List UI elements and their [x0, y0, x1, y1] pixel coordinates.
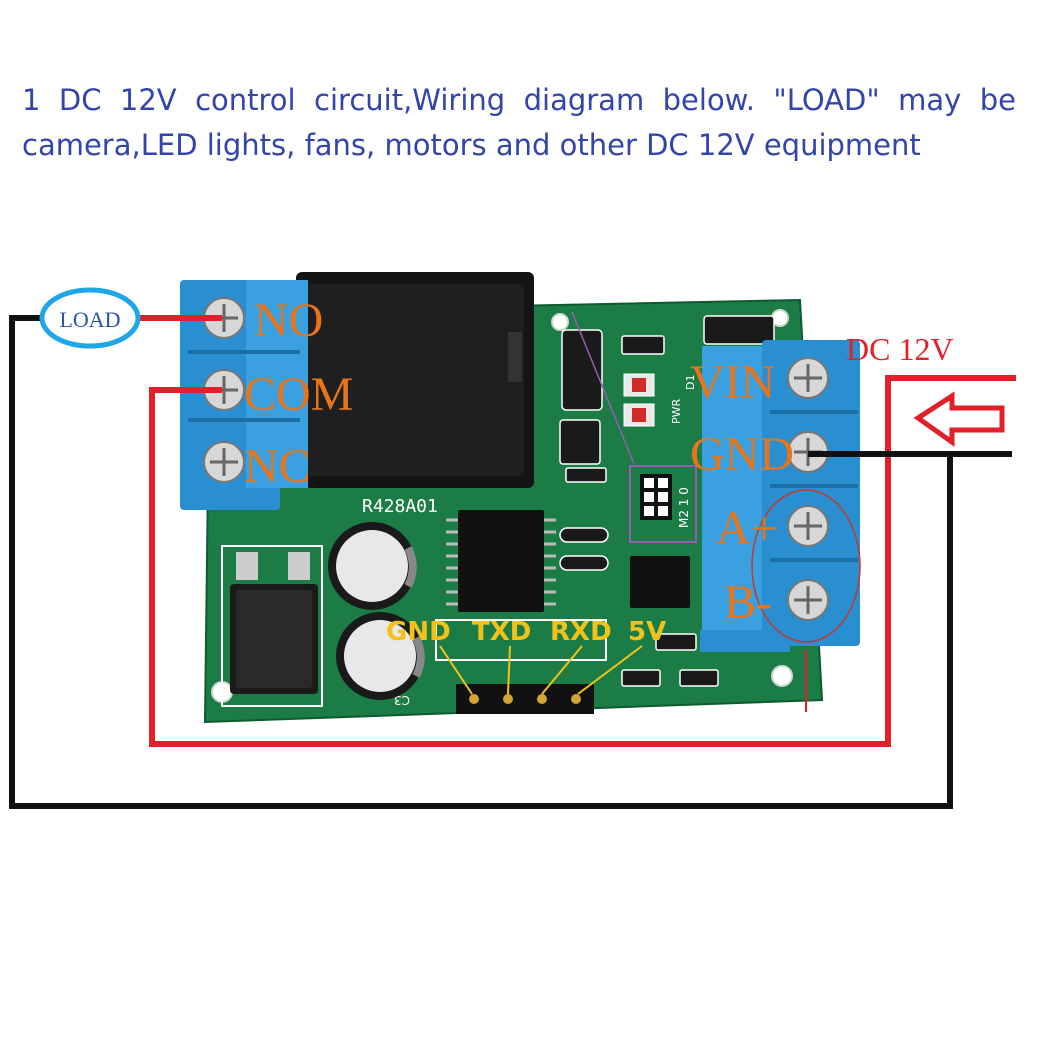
- dip-switch: [571, 311, 697, 543]
- terminal-label-com: COM: [244, 368, 353, 421]
- nc-screw-icon: [203, 441, 245, 483]
- caption-line-1: 1 DC 12V control circuit,Wiring diagram …: [22, 83, 1016, 117]
- uart-pin-txd: TXD: [472, 617, 531, 647]
- power-terminal-block: [700, 340, 860, 652]
- arrow-left-outline-icon: [913, 391, 1005, 447]
- relay: [296, 272, 534, 488]
- silk-d1: D1: [684, 375, 697, 390]
- vin-screw-icon: [787, 357, 829, 399]
- silk-pwr: PWR: [670, 398, 683, 424]
- main-ic: [446, 510, 556, 612]
- caption: 1 DC 12V control circuit,Wiring diagram …: [22, 78, 1016, 168]
- capacitor-2: [336, 612, 425, 700]
- uart-header: [435, 619, 643, 714]
- power-input-label: DC 12V: [846, 331, 954, 367]
- caption-line-2: camera,LED lights, fans, motors and othe…: [22, 128, 921, 162]
- rs485-highlight: [751, 489, 861, 643]
- silk-c3: C3: [394, 693, 410, 707]
- terminal-label-b: B-: [724, 576, 772, 629]
- power-led: [623, 373, 655, 397]
- terminal-label-gnd: GND: [690, 428, 794, 481]
- terminal-label-no: NO: [254, 294, 323, 347]
- a-screw-icon: [787, 505, 829, 547]
- black-wire-load-gnd: [9, 315, 1012, 809]
- uart-pin-5v: 5V: [628, 617, 666, 647]
- load-symbol: LOAD: [39, 287, 141, 349]
- silk-m210: M2 1 0: [677, 487, 691, 528]
- uart-pin-rxd: RXD: [550, 617, 612, 647]
- no-screw-icon: [203, 297, 245, 339]
- b-screw-icon: [787, 579, 829, 621]
- red-wire-com-vin: [149, 375, 1016, 747]
- smd-components: [559, 315, 775, 687]
- load-label: LOAD: [59, 307, 120, 332]
- capacitor-1: [328, 522, 417, 610]
- terminal-label-vin: VIN: [690, 356, 775, 409]
- transceiver-ic: [630, 556, 690, 608]
- status-led: [623, 403, 655, 427]
- board-silkscreen: R428A01: [362, 496, 438, 517]
- terminal-label-nc: NC: [244, 440, 311, 493]
- terminal-label-a: A+: [716, 502, 778, 555]
- uart-pin-gnd: GND: [386, 617, 451, 647]
- voltage-regulator: [221, 545, 323, 707]
